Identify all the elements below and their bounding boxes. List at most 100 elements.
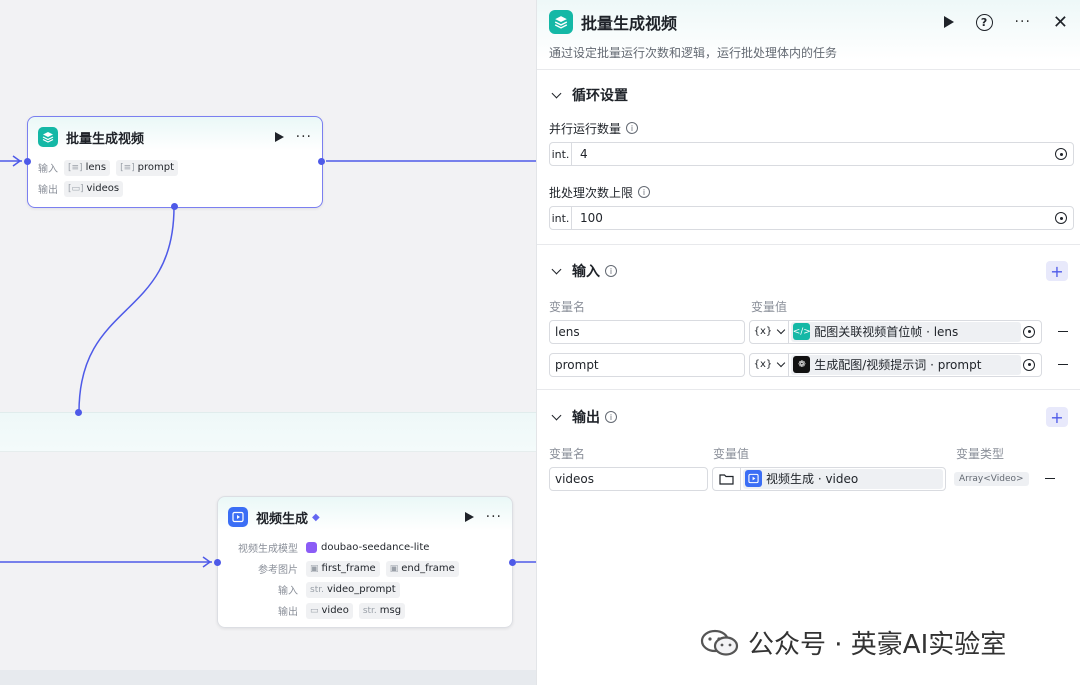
more-icon[interactable]: ··· [485,509,502,525]
loop-section-title: 循环设置 [572,88,628,104]
node-settings-panel: 批量生成视频 ? ··· ✕ 通过设定批量运行次数和逻辑，运行批处理体内的任务 … [536,0,1080,685]
batch-output-tag: [▭]videos [64,180,124,197]
chevron-down-icon[interactable] [551,88,562,98]
ref-tag: ▣first_frame [306,560,380,577]
var-name-input[interactable]: prompt [549,352,745,377]
chevron-down-icon[interactable] [551,410,562,420]
help-icon[interactable]: ? [975,13,993,31]
ref-image-label: 参考图片 [258,565,298,576]
connection-wires [0,155,536,568]
model-icon [306,542,317,553]
batch-output-label: 输出 [38,185,58,196]
output-var-row: videos 视频生成 · video Array<Video> [549,462,1068,495]
output-section-header[interactable]: 输出 i + [549,390,1068,444]
info-icon[interactable]: i [605,265,617,277]
video-gen-icon [745,470,762,487]
info-icon[interactable]: i [605,411,617,423]
watermark-text: 公众号 · 英豪AI实验室 [748,630,1007,660]
parallel-input[interactable]: int. 4 [549,142,1074,166]
verified-icon: ◆ [312,511,320,523]
var-type-badge: Array<Video> [954,471,1029,486]
ref-type-select[interactable]: {x} [750,320,790,343]
input-var-row: prompt {x} ❁ 生成配图/视频提示词 · prompt [549,348,1068,381]
int-type-badge: int. [550,207,572,229]
run-icon[interactable] [943,16,954,28]
arrow-into-batch [12,155,22,167]
chevron-down-icon [777,358,786,368]
folder-icon: ▭ [310,605,319,616]
image-icon: ▣ [310,563,319,574]
batch-in-port[interactable] [24,158,31,165]
more-icon[interactable]: ··· [295,129,312,145]
panel-description: 通过设定批量运行次数和逻辑，运行批处理体内的任务 [549,46,838,60]
close-icon[interactable]: ✕ [1052,11,1068,33]
canvas-bottom-band [0,670,536,685]
batch-node[interactable]: 批量生成视频 ··· 输入 [≡]lens [≡]prompt 输出 [▭]vi… [27,116,323,208]
body-start-port[interactable] [75,409,82,416]
panel-title: 批量生成视频 [581,14,678,33]
video-input-tag: str.video_prompt [306,581,400,598]
remove-input-button[interactable] [1058,363,1068,366]
col-var-name: 变量名 [549,446,586,461]
var-ref-field[interactable]: {x} </> 配图关联视频首位帧 · lens [748,319,1043,344]
add-output-button[interactable]: + [1046,407,1068,427]
ref-value: 视频生成 · video [743,468,943,489]
info-icon[interactable]: i [626,122,639,134]
target-icon[interactable] [1023,358,1036,371]
image-icon: ▣ [389,563,399,574]
run-node-icon[interactable] [274,132,284,142]
col-var-name: 变量名 [549,299,586,314]
info-icon[interactable]: i [638,186,651,198]
model-value: doubao-seedance-lite [321,542,430,553]
video-output-tag: str.msg [358,602,406,619]
batch-body-band [0,412,536,452]
target-icon[interactable] [1023,325,1036,338]
array-icon: [≡] [120,162,135,173]
ref-type-select[interactable]: {x} [750,353,790,376]
run-node-icon[interactable] [464,512,474,522]
target-icon[interactable] [1055,148,1067,160]
batch-body-port[interactable] [171,203,178,210]
array-icon: [≡] [68,162,83,173]
var-name-input[interactable]: lens [549,319,745,344]
target-icon[interactable] [1055,212,1067,224]
batch-node-title: 批量生成视频 [66,131,145,147]
video-in-port[interactable] [214,559,221,566]
output-section: 输出 i + 变量名 变量值 变量类型 videos 视频生成 · video [537,390,1080,495]
chevron-down-icon[interactable] [551,264,562,274]
video-node[interactable]: 视频生成 ◆ ··· 视频生成模型 doubao-seedance-lite 参… [217,496,513,628]
arrow-into-video [202,556,212,568]
loop-section-header[interactable]: 循环设置 [549,70,1068,120]
video-node-title: 视频生成 [256,511,309,527]
var-ref-field[interactable]: 视频生成 · video [712,466,946,491]
add-input-button[interactable]: + [1046,261,1068,281]
input-section-header[interactable]: 输入 i + [549,245,1068,297]
parallel-value[interactable]: 4 [580,147,588,161]
video-gen-icon [228,507,248,527]
llm-icon: ❁ [793,356,811,373]
batch-input-tag: [≡]prompt [116,159,179,176]
layers-icon [38,127,58,147]
remove-output-button[interactable] [1044,477,1055,480]
folder-icon[interactable] [713,467,741,490]
chevron-down-icon [777,325,786,335]
input-var-row: lens {x} </> 配图关联视频首位帧 · lens [549,315,1068,348]
batch-out-port[interactable] [318,158,325,165]
limit-input[interactable]: int. 100 [549,206,1074,230]
wechat-icon [700,628,740,658]
int-type-badge: int. [550,143,572,165]
var-ref-field[interactable]: {x} ❁ 生成配图/视频提示词 · prompt [748,352,1043,377]
ref-value: ❁ 生成配图/视频提示词 · prompt [791,354,1022,375]
video-out-port[interactable] [509,559,516,566]
workflow-canvas[interactable]: 批量生成视频 ··· 输入 [≡]lens [≡]prompt 输出 [▭]vi… [0,0,536,685]
layers-icon [549,10,573,34]
var-name-input[interactable]: videos [549,466,708,491]
video-array-icon: [▭] [68,183,84,194]
remove-input-button[interactable] [1058,330,1068,333]
col-var-type: 变量类型 [956,446,1005,461]
model-label: 视频生成模型 [238,544,298,555]
limit-value[interactable]: 100 [580,211,603,225]
more-icon[interactable]: ··· [1014,14,1031,30]
